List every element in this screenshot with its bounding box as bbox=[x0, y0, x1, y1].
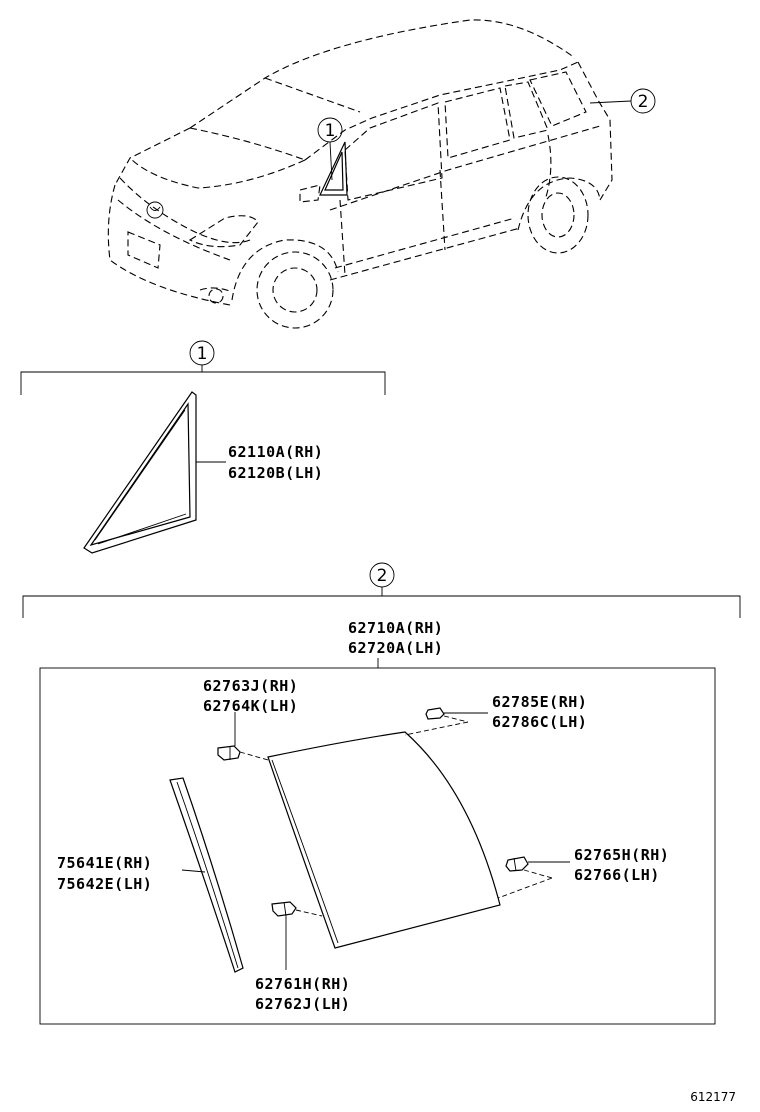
stopper-icon bbox=[425, 707, 445, 720]
clip-lower-rh: 62761H(RH) bbox=[255, 975, 350, 993]
stopper-upper-rh: 62785E(RH) bbox=[492, 693, 587, 711]
diagram-ref: 612177 bbox=[690, 1090, 736, 1104]
quarter-window-part-rh: 62110A(RH) bbox=[228, 443, 323, 461]
section-2-bracket bbox=[22, 595, 741, 618]
clip-lower-icon bbox=[271, 901, 297, 917]
callout-1-car-label: 1 bbox=[325, 121, 336, 141]
callout-1-section-label: 1 bbox=[197, 344, 208, 364]
back-window-frame bbox=[39, 667, 716, 1025]
moulding-icon bbox=[169, 777, 244, 973]
stopper-lower-lh: 62766(LH) bbox=[574, 866, 660, 884]
stopper-upper-lh: 62786C(LH) bbox=[492, 713, 587, 731]
glass-part-lh: 62720A(LH) bbox=[348, 639, 443, 657]
car-outline-icon bbox=[107, 19, 613, 329]
callout-2-car-label: 2 bbox=[638, 92, 649, 112]
stopper-lower-rh: 62765H(RH) bbox=[574, 846, 669, 864]
clip-upper-lh: 62764K(LH) bbox=[203, 697, 298, 715]
glass-part-rh: 62710A(RH) bbox=[348, 619, 443, 637]
moulding-part-lh: 75642E(LH) bbox=[57, 875, 152, 893]
callout-2-section-label: 2 bbox=[377, 566, 388, 586]
section-1-bracket bbox=[20, 371, 386, 395]
clip-lower-lh: 62762J(LH) bbox=[255, 995, 350, 1013]
stopper-lower-icon bbox=[505, 856, 529, 872]
clip-icon bbox=[217, 745, 241, 761]
clip-upper-rh: 62763J(RH) bbox=[203, 677, 298, 695]
back-glass-icon bbox=[267, 731, 501, 949]
quarter-glass-icon bbox=[83, 391, 197, 554]
moulding-part-rh: 75641E(RH) bbox=[57, 854, 152, 872]
quarter-window-part-lh: 62120B(LH) bbox=[228, 464, 323, 482]
